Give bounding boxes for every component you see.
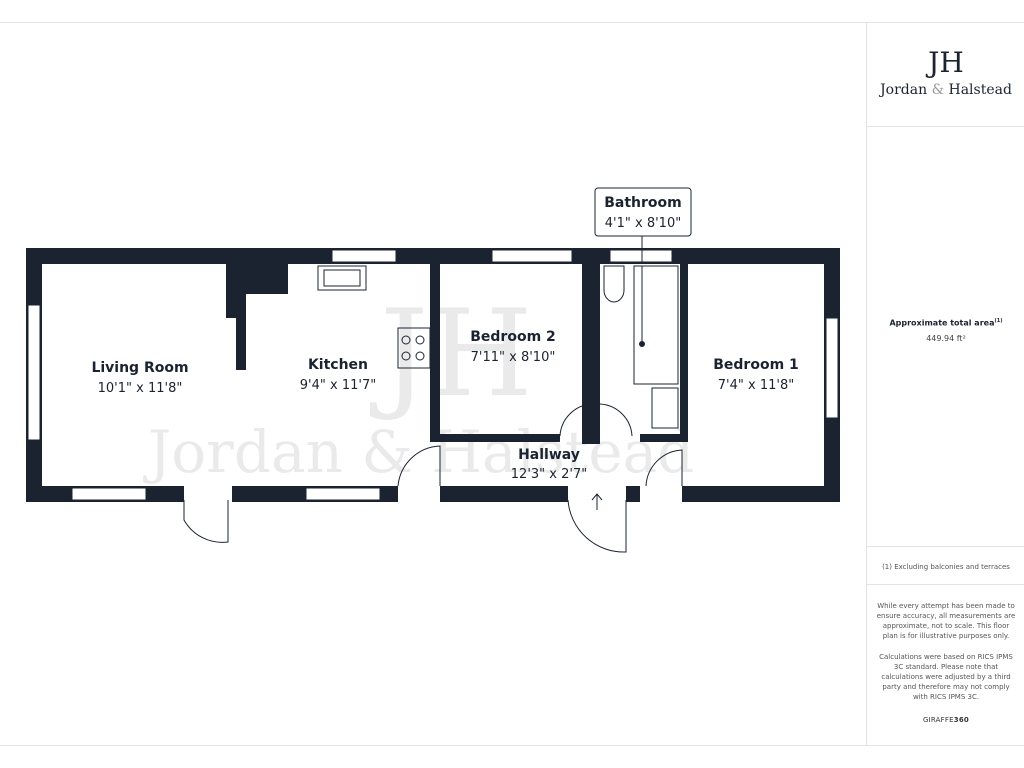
area-label-text: Approximate total area [889,318,995,328]
divider [867,546,1024,547]
room-name: Living Room [91,360,188,376]
brand-name-amp: & [931,82,945,98]
disclaimer: While every attempt has been made to ens… [876,602,1016,640]
brand-monogram: JH [928,46,964,79]
room-living-room: Living Room 10'1" x 11'8" [91,360,188,396]
windows [27,249,839,501]
callout-box [594,187,692,237]
brand-name: Jordan & Halstead [867,82,1024,98]
room-bedroom-2: Bedroom 2 7'11" x 8'10" [470,329,556,365]
credit-part1: GIRAFFE [923,716,954,724]
floor-plan: JH Jordan & Halstead [26,187,840,553]
credit-part2: 360 [953,716,969,724]
room-dimensions: 7'4" x 11'8" [718,378,794,393]
room-name: Bedroom 2 [470,329,556,345]
divider [867,126,1024,127]
room-bedroom-1: Bedroom 1 7'4" x 11'8" [713,357,799,393]
info-sidebar: JH Jordan & Halstead Approximate total a… [866,22,1024,746]
divider [867,584,1024,585]
area-label: Approximate total area(1) [867,318,1024,328]
room-dimensions: 10'1" x 11'8" [98,381,183,396]
doors [183,403,683,553]
room-dimensions: 4'1" x 8'10" [605,216,681,231]
room-bathroom: Bathroom 4'1" x 8'10" [594,187,692,264]
room-hallway: Hallway 12'3" x 2'7" [511,447,587,482]
bath-icon [633,265,679,385]
credit-logo: GIRAFFE360 [867,716,1024,724]
basin-icon [651,387,679,429]
brand-name-part2: Halstead [948,82,1012,98]
fixtures [317,265,679,429]
room-name: Kitchen [308,357,368,373]
calculation-note: Calculations were based on RICS IPMS 3C … [879,653,1013,701]
page-frame [0,22,1024,746]
hob-icon [397,327,431,369]
room-name: Bathroom [604,195,682,211]
footnote: (1) Excluding balconies and terraces [882,563,1010,571]
area-footnote-marker: (1) [994,318,1003,324]
room-name: Bedroom 1 [713,357,799,373]
room-dimensions: 12'3" x 2'7" [511,467,587,482]
room-dimensions: 9'4" x 11'7" [300,378,376,393]
room-dimensions: 7'11" x 8'10" [471,350,556,365]
toilet-icon [603,265,625,303]
room-name: Hallway [518,447,580,463]
watermark-monogram: JH [369,285,533,424]
room-kitchen: Kitchen 9'4" x 11'7" [300,357,376,393]
area-value: 449.94 ft² [926,334,966,343]
brand-name-part1: Jordan [880,82,928,98]
